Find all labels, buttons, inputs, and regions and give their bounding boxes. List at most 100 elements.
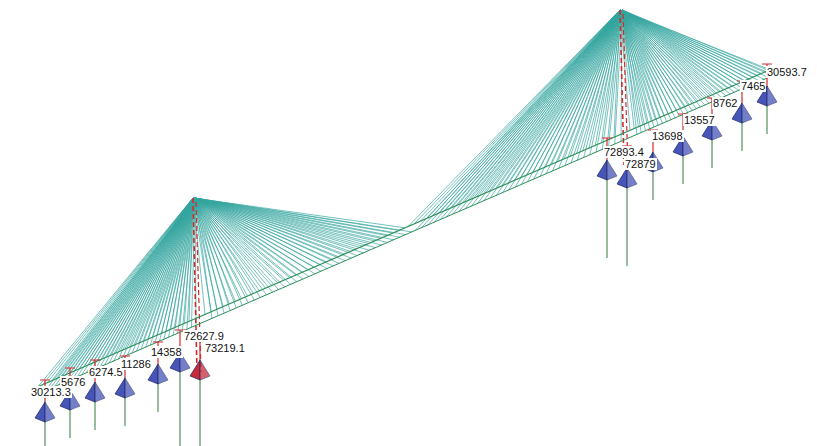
stay-cable <box>465 10 622 209</box>
stay-cable <box>622 10 777 74</box>
pylon <box>196 202 201 372</box>
ground-line <box>200 378 201 446</box>
stay-cable <box>77 198 195 377</box>
ground-line <box>180 370 181 446</box>
stay-cable <box>195 198 369 250</box>
support-symbol <box>597 160 607 180</box>
stay-cable <box>584 10 623 158</box>
stay-cable <box>484 10 622 201</box>
stay-cable <box>195 198 400 237</box>
bridge-deck <box>42 72 782 392</box>
stay-cable <box>446 10 622 217</box>
stay-cable <box>421 10 622 228</box>
reaction-arrow <box>40 380 50 381</box>
bridge-deck <box>35 68 775 388</box>
support-symbol <box>767 86 777 106</box>
stay-cable <box>490 10 622 198</box>
stay-cable <box>195 198 376 248</box>
ground-line <box>683 154 684 184</box>
reaction-arrow <box>65 368 75 369</box>
reaction-value: 5676 <box>60 376 86 388</box>
stay-cable <box>91 198 195 371</box>
stay-cable <box>622 10 756 83</box>
ground-line <box>607 178 608 258</box>
stay-cable <box>195 198 339 263</box>
reaction-value: 11286 <box>120 358 152 370</box>
stay-cable <box>54 198 195 387</box>
stay-cable <box>452 10 622 214</box>
stay-cable <box>195 198 351 258</box>
reaction-value: 8762 <box>712 97 738 109</box>
stay-cable <box>150 198 195 345</box>
stay-cable <box>45 198 195 391</box>
reaction-arrow <box>602 138 612 139</box>
stay-cable <box>515 10 622 187</box>
ground-line <box>712 138 713 168</box>
stay-cable <box>195 198 345 261</box>
stay-cable <box>622 10 743 89</box>
stay-cable <box>622 10 734 92</box>
support-symbol <box>35 402 45 422</box>
stay-cable <box>622 10 773 76</box>
reaction-value: 72879 <box>624 158 657 170</box>
pylon <box>623 14 628 165</box>
reaction-value: 72627.9 <box>183 330 225 342</box>
stay-cable <box>502 10 622 193</box>
ground-line <box>125 396 126 426</box>
support-symbol <box>45 402 55 422</box>
stay-cable <box>159 198 195 341</box>
reaction-value: 73219.1 <box>204 342 246 354</box>
reaction-arrow <box>762 64 772 65</box>
stay-cable <box>178 198 195 333</box>
stay-cable <box>408 10 620 226</box>
reaction-value: 13698 <box>651 130 684 142</box>
ground-line <box>45 420 46 446</box>
reaction-value: 13557 <box>683 114 716 126</box>
stay-cable <box>622 10 768 78</box>
stay-cable <box>137 198 196 351</box>
support-symbol <box>607 160 617 180</box>
stay-cable <box>440 10 622 220</box>
stay-cable <box>471 10 622 206</box>
stay-cable <box>571 10 622 163</box>
stay-cable <box>622 10 705 105</box>
stay-cable <box>104 198 195 365</box>
stay-cable <box>169 198 196 337</box>
reaction-value: 14358 <box>150 346 183 358</box>
stay-cable <box>173 198 195 335</box>
stay-cable <box>195 198 382 245</box>
stay-cable <box>59 198 195 385</box>
stay-cable <box>622 10 713 101</box>
stay-cable <box>195 198 406 235</box>
stay-cable <box>427 10 622 225</box>
stay-cable <box>622 10 739 90</box>
ground-line <box>95 400 96 430</box>
support-symbol <box>683 136 693 156</box>
stay-cable <box>420 10 620 221</box>
reaction-arrow <box>153 342 163 343</box>
stay-cable <box>577 10 622 160</box>
stay-cable <box>622 10 709 103</box>
reaction-arrow <box>120 356 130 357</box>
stay-cable <box>434 10 622 223</box>
reaction-value: 72893.4 <box>603 146 645 158</box>
ground-line <box>627 186 628 266</box>
stay-cable <box>146 198 195 347</box>
stay-cable <box>82 198 195 375</box>
stay-cable <box>38 198 193 387</box>
stay-cable <box>95 198 195 369</box>
stay-cable <box>100 198 195 367</box>
support-symbol <box>115 378 125 398</box>
stay-cable <box>414 10 620 224</box>
support-symbol <box>617 168 627 188</box>
stay-cable <box>195 198 333 266</box>
support-symbol <box>85 382 95 402</box>
ground-line <box>158 382 159 412</box>
support-symbol <box>190 360 200 380</box>
stay-cable <box>195 198 394 240</box>
stay-cable <box>509 10 622 190</box>
stay-cable <box>565 10 622 166</box>
stay-cable <box>164 198 195 339</box>
support-symbol <box>158 364 168 384</box>
